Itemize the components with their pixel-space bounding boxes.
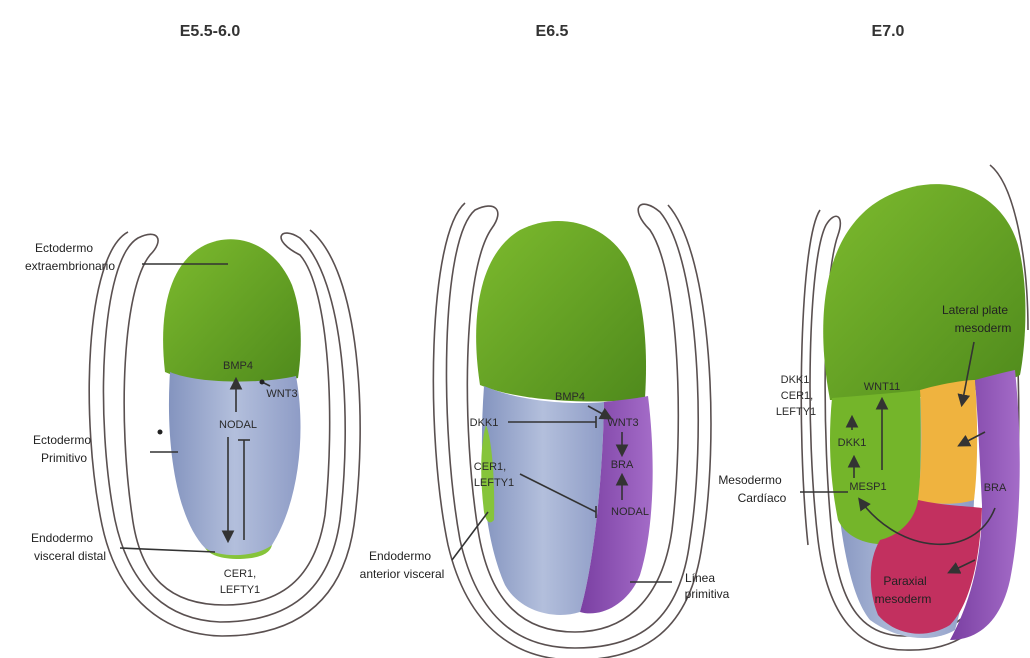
embryo-e70: DKK1 CER1, LEFTY1 WNT11 DKK1 MESP1 BRA L… (718, 165, 1028, 650)
label-linea-1: Línea (685, 571, 715, 585)
label-ecto-prim-2: Primitivo (41, 451, 87, 465)
stage-title-2: E6.5 (536, 23, 569, 40)
gene-bra: BRA (611, 459, 634, 471)
gene-nodal-b: NODAL (611, 506, 649, 518)
gene-bmp4-b: BMP4 (555, 391, 585, 403)
stage-title-1: E5.5-6.0 (180, 23, 241, 40)
label-ecto-extra-1: Ectodermo (35, 241, 93, 255)
gene-bmp4: BMP4 (223, 360, 253, 372)
embryo-e65: BMP4 DKK1 WNT3 BRA NODAL CER1, LEFTY1 En… (360, 203, 730, 658)
gene-bra-c: BRA (984, 482, 1007, 494)
gene-cer1-c: CER1, (781, 390, 813, 402)
gene-wnt3: WNT3 (266, 388, 297, 400)
embryo-e55: BMP4 WNT3 NODAL CER1, LEFTY1 Ectodermo e… (25, 230, 360, 636)
gene-nodal: NODAL (219, 419, 257, 431)
gene-cer1-b: CER1, (474, 461, 506, 473)
gene-dkk1-inner: DKK1 (838, 437, 867, 449)
gene-cer1: CER1, (224, 568, 256, 580)
gene-wnt3-b: WNT3 (607, 417, 638, 429)
label-meso-card-1: Mesodermo (718, 473, 782, 487)
gene-wnt11: WNT11 (864, 381, 900, 393)
gene-dkk1: DKK1 (470, 417, 499, 429)
label-endo-dist-2: visceral distal (34, 549, 106, 563)
label-endo-dist-1: Endodermo (31, 531, 93, 545)
label-lat-plate-1: Lateral plate (942, 303, 1008, 317)
gene-lefty1-c: LEFTY1 (776, 406, 816, 418)
label-linea-2: primitiva (685, 587, 730, 601)
label-ecto-prim-1: Ectodermo (33, 433, 91, 447)
label-paraxial-1: Paraxial (883, 574, 926, 588)
label-lat-plate-2: mesoderm (955, 321, 1012, 335)
label-endo-ant-2: anterior visceral (360, 567, 445, 581)
gene-mesp1: MESP1 (849, 481, 886, 493)
gene-lefty1-b: LEFTY1 (474, 477, 514, 489)
label-paraxial-2: mesoderm (875, 592, 932, 606)
gene-lefty1: LEFTY1 (220, 584, 260, 596)
gene-dkk1-c: DKK1 (781, 374, 810, 386)
label-ecto-extra-2: extraembrionario (25, 259, 115, 273)
stage-title-3: E7.0 (872, 23, 905, 40)
label-meso-card-2: Cardíaco (738, 491, 787, 505)
label-endo-ant-1: Endodermo (369, 549, 431, 563)
